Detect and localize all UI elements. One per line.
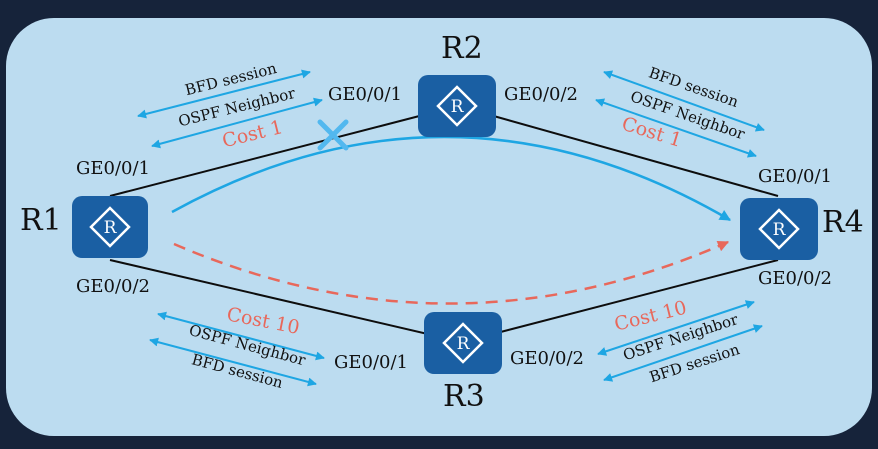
svg-text:R: R <box>104 218 118 238</box>
port-label-r1-ge1: GE0/0/1 <box>76 158 150 179</box>
port-label-r4-ge1: GE0/0/1 <box>758 166 832 187</box>
router-icon <box>424 312 502 374</box>
backup-path-arrow <box>173 240 730 305</box>
link-r1-r3 <box>109 259 463 343</box>
link-r1-r2 <box>109 105 459 197</box>
link-failure-x-icon <box>317 119 349 151</box>
primary-path-arrow <box>171 135 731 222</box>
router-r3: R <box>424 312 502 374</box>
router-icon <box>72 196 148 258</box>
ospf-neighbor-arrow-r1-r2 <box>151 97 323 149</box>
port-label-r4-ge2: GE0/0/2 <box>758 268 832 289</box>
ospf-neighbor-arrow-r2-r4 <box>595 98 757 158</box>
svg-text:R: R <box>451 97 465 117</box>
port-label-r2-ge2: GE0/0/2 <box>504 84 578 105</box>
router-name-r3: R3 <box>443 379 485 414</box>
svg-text:R: R <box>773 220 787 240</box>
bfd-session-arrow-r3-r4 <box>603 324 763 382</box>
router-name-r2: R2 <box>441 31 483 66</box>
port-label-r3-ge1: GE0/0/1 <box>334 352 408 373</box>
router-icon <box>418 75 496 137</box>
router-name-r1: R1 <box>20 203 62 238</box>
router-r1: R <box>72 196 148 258</box>
router-r4: R <box>740 198 818 260</box>
port-label-r1-ge2: GE0/0/2 <box>76 276 150 297</box>
svg-text:R: R <box>457 334 471 354</box>
port-label-r3-ge2: GE0/0/2 <box>510 348 584 369</box>
bfd-session-arrow-r1-r3 <box>149 337 317 387</box>
router-r2: R <box>418 75 496 137</box>
router-name-r4: R4 <box>822 205 864 240</box>
port-label-r2-ge1: GE0/0/1 <box>328 84 402 105</box>
router-icon <box>740 198 818 260</box>
